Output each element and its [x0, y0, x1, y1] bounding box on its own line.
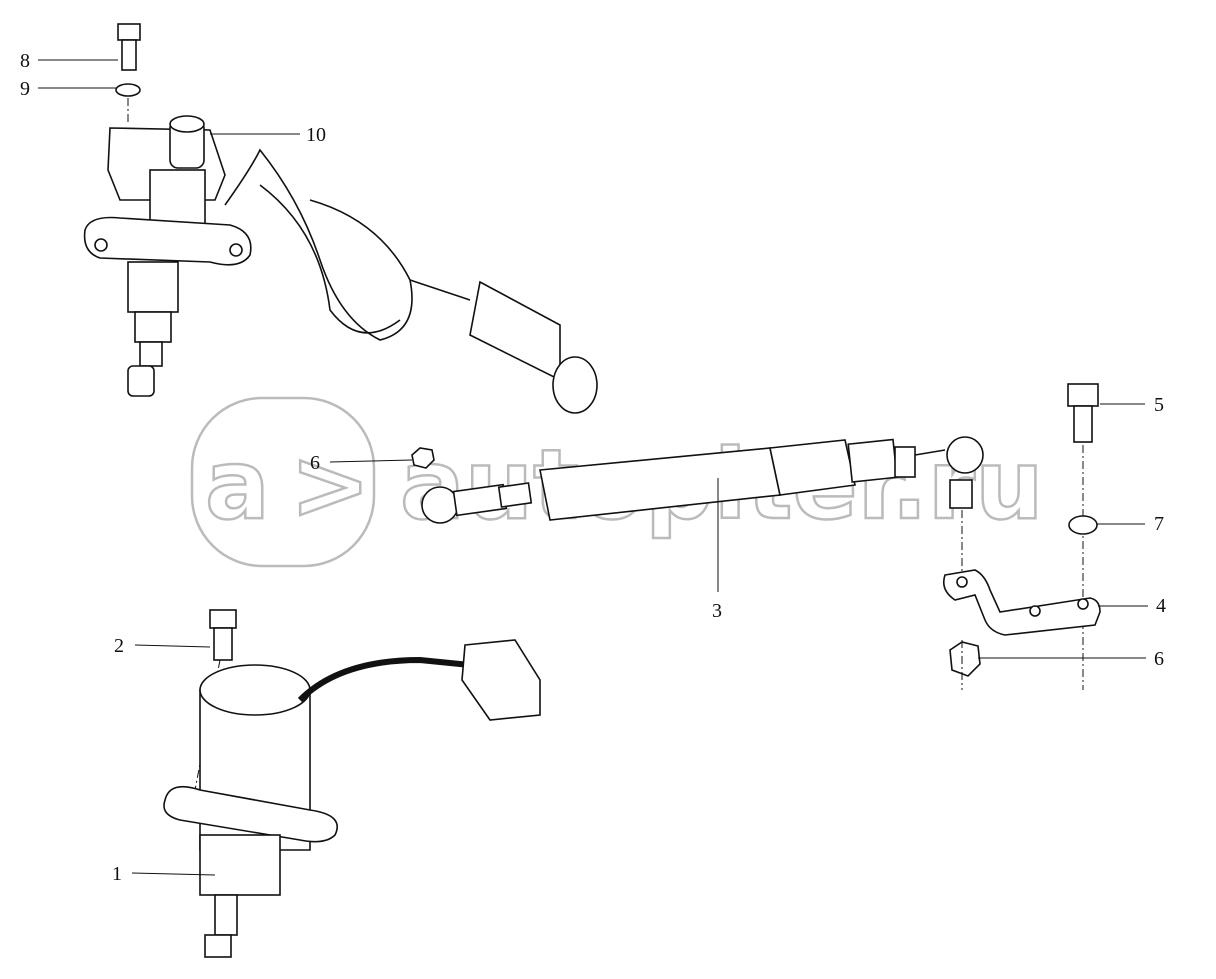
bolt-5	[1067, 383, 1099, 443]
callout-7: 7	[1154, 513, 1164, 535]
solenoid-10	[83, 115, 598, 414]
callout-6-upper: 6	[310, 452, 320, 474]
svg-text:>: >	[290, 429, 370, 541]
callout-2: 2	[114, 635, 124, 657]
washer-7	[1068, 515, 1098, 535]
callout-10: 10	[306, 124, 326, 146]
bolt-2	[209, 609, 237, 661]
washer-9	[115, 83, 141, 97]
callout-8: 8	[20, 50, 30, 72]
stop-solenoid-1	[163, 639, 541, 958]
callout-9: 9	[20, 78, 30, 100]
bolt-8	[117, 23, 141, 71]
nut-6-lower	[949, 641, 981, 677]
callout-4: 4	[1156, 595, 1166, 617]
callout-6-lower: 6	[1154, 648, 1164, 670]
callout-3: 3	[712, 600, 722, 622]
linkage-rod-3	[421, 436, 984, 524]
callout-1: 1	[112, 863, 122, 885]
callout-5: 5	[1154, 394, 1164, 416]
nut-6-upper	[411, 447, 435, 469]
bracket-4	[942, 569, 1101, 636]
svg-text:a: a	[205, 429, 270, 541]
